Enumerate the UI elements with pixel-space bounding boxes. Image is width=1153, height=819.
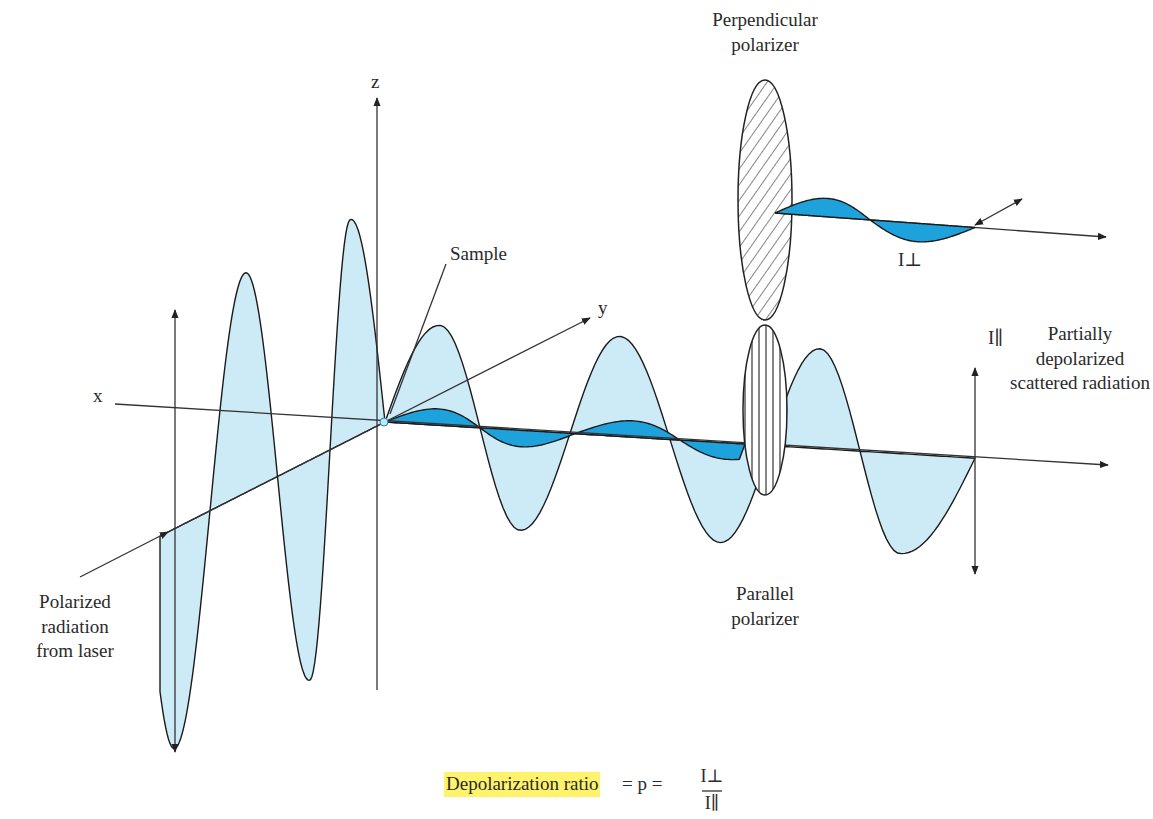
sample-point (380, 418, 388, 426)
label: x (93, 384, 103, 409)
polarizer-disc (743, 325, 787, 495)
label: I∥ (988, 326, 1003, 351)
label: I⊥ (898, 248, 922, 273)
parallel-polarizer (743, 325, 787, 495)
perpendicular-arrow (975, 199, 1022, 225)
perpendicular-polarizer (738, 80, 792, 320)
label: I∥ (705, 793, 719, 815)
label: I⊥ (701, 766, 724, 788)
incident-wave (160, 219, 385, 748)
fraction-bar (702, 790, 722, 791)
label: z (371, 70, 379, 95)
label: Sample (450, 242, 507, 267)
label: Parallel polarizer (705, 582, 825, 631)
label: y (598, 296, 608, 321)
label: Perpendicular polarizer (690, 8, 840, 57)
x-axis (115, 404, 1108, 465)
laser-arrow (80, 532, 168, 577)
perpendicular-wave (775, 198, 975, 242)
label: Depolarization ratio (444, 772, 600, 797)
label: = p = (622, 772, 662, 797)
scattered-parallel-wave (385, 325, 975, 553)
scattered-perpendicular-wave (385, 409, 745, 460)
parallel-arrow (974, 368, 975, 574)
polarizer-disc (738, 80, 792, 320)
y-axis (168, 318, 590, 532)
label: Polarized radiation from laser (23, 590, 128, 664)
z-axis (376, 98, 377, 690)
leader-line (390, 264, 446, 414)
label: Partially depolarized scattered radiatio… (1010, 322, 1150, 396)
polarization-arrow (174, 310, 175, 752)
